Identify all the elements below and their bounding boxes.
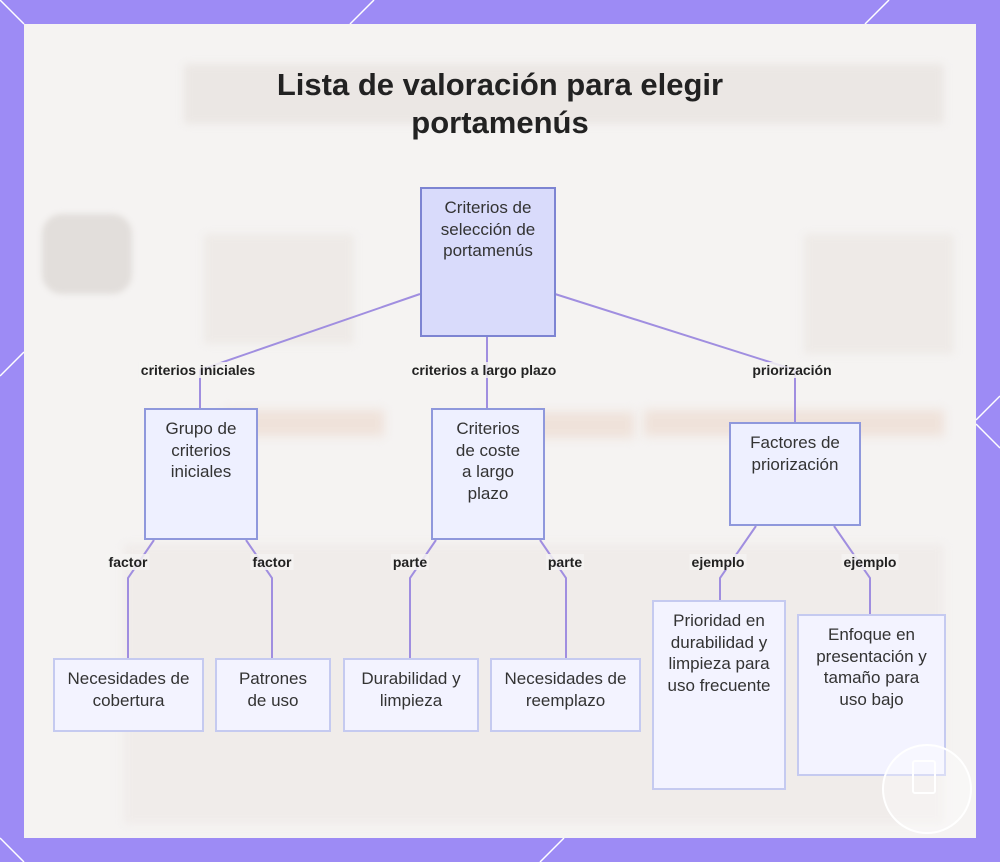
edge-label-factor-2: factor (250, 554, 294, 570)
edge-label-factor-1: factor (106, 554, 150, 570)
edge-label-example-1: ejemplo (689, 554, 747, 570)
edge-longterm-replacement (539, 539, 567, 658)
edge-label-part-2: parte (545, 554, 585, 570)
edge-label-initial: criterios iniciales (138, 362, 258, 378)
node-priority-durability-label: Prioridad en durabilidad y limpieza para… (667, 611, 771, 695)
edge-initial-coverage (127, 539, 155, 658)
node-presentation-focus-label: Enfoque en presentación y tamaño para us… (816, 625, 927, 709)
node-durability-cleaning[interactable]: Durabilidad y limpieza (343, 658, 479, 732)
title-line-2: portamenús (411, 105, 589, 140)
edge-prio-focus (833, 525, 871, 614)
edge-root-initial (199, 293, 421, 408)
node-prioritization-factors-label: Factores de priorización (750, 433, 840, 474)
node-initial-group[interactable]: Grupo de criterios iniciales (144, 408, 258, 540)
node-coverage-needs[interactable]: Necesidades de cobertura (53, 658, 204, 732)
device-icon (912, 760, 936, 794)
edge-root-prioritization (554, 293, 796, 422)
edge-initial-usage (245, 539, 273, 658)
edge-label-long-term: criterios a largo plazo (409, 362, 559, 378)
node-usage-patterns[interactable]: Patrones de uso (215, 658, 331, 732)
edge-label-part-1: parte (390, 554, 430, 570)
node-usage-patterns-label: Patrones de uso (238, 669, 308, 710)
edge-prio-priority (719, 525, 757, 600)
node-root[interactable]: Criterios de selección de portamenús (420, 187, 556, 337)
node-long-term-costs-label: Criterios de coste a largo plazo (455, 419, 521, 503)
node-durability-cleaning-label: Durabilidad y limpieza (361, 669, 461, 710)
node-replacement-needs-label: Necesidades de reemplazo (504, 669, 627, 710)
edge-label-example-2: ejemplo (841, 554, 899, 570)
title-line-1: Lista de valoración para elegir (276, 67, 724, 102)
node-prioritization-factors[interactable]: Factores de priorización (729, 422, 861, 526)
edge-label-prioritization: priorización (750, 362, 834, 378)
edge-longterm-durability (409, 539, 437, 658)
node-priority-durability[interactable]: Prioridad en durabilidad y limpieza para… (652, 600, 786, 790)
node-long-term-costs[interactable]: Criterios de coste a largo plazo (431, 408, 545, 540)
node-root-label: Criterios de selección de portamenús (440, 198, 536, 260)
node-replacement-needs[interactable]: Necesidades de reemplazo (490, 658, 641, 732)
node-initial-group-label: Grupo de criterios iniciales (165, 419, 237, 481)
background-watermark-shape (34, 194, 144, 330)
corner-badge (882, 744, 972, 834)
node-coverage-needs-label: Necesidades de cobertura (67, 669, 190, 710)
diagram-title: Lista de valoración para elegir portamen… (0, 66, 1000, 142)
